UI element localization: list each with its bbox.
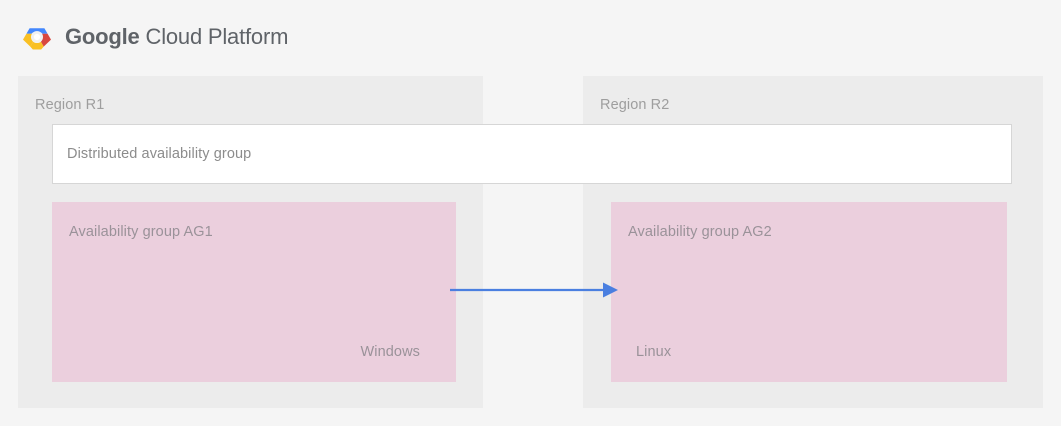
- gcp-brand: Google Cloud Platform: [21, 20, 288, 54]
- google-cloud-platform-logo-icon: [21, 21, 53, 53]
- brand-wordmark: Google Cloud Platform: [65, 26, 288, 48]
- brand-word-cloud-platform: Cloud Platform: [145, 24, 289, 49]
- availability-group-title-ag2: Availability group AG2: [628, 224, 772, 240]
- availability-group-box-ag2: Availability group AG2 Linux: [611, 202, 1007, 382]
- os-label-linux: Linux: [636, 344, 672, 360]
- region-label-r1: Region R1: [35, 97, 105, 113]
- distributed-availability-group-label: Distributed availability group: [67, 146, 252, 162]
- region-label-r2: Region R2: [600, 97, 670, 113]
- os-label-windows: Windows: [360, 344, 420, 360]
- brand-word-google: Google: [65, 24, 140, 49]
- availability-group-title-ag1: Availability group AG1: [69, 224, 213, 240]
- availability-group-box-ag1: Availability group AG1 Windows: [52, 202, 456, 382]
- distributed-availability-group-box: Distributed availability group: [52, 124, 1012, 184]
